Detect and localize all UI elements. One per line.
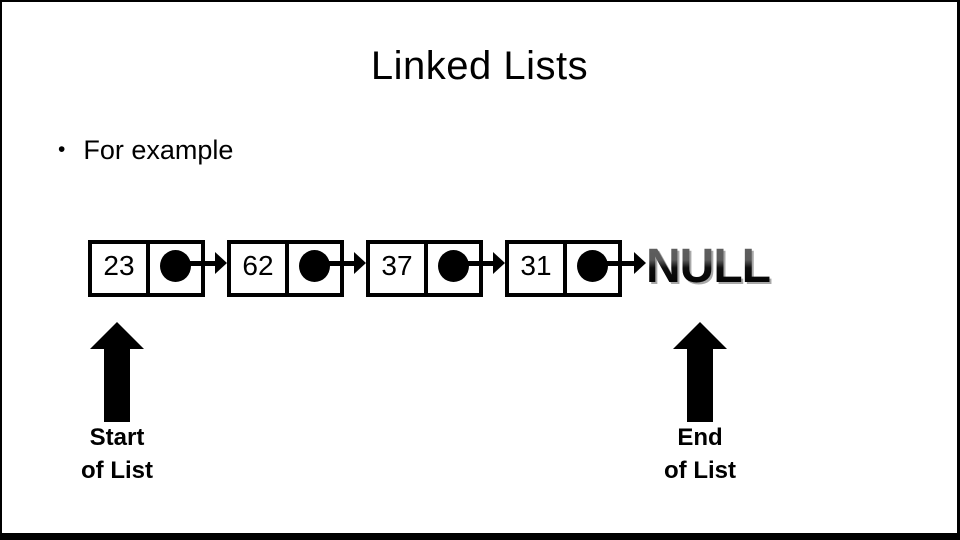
end-label-line1: End [677,424,723,451]
null-terminator-label: NULL [646,240,771,293]
start-of-list-label: Start of List [37,421,197,487]
bullet-item: • For example [58,135,233,166]
next-arrow-icon [174,252,227,275]
bullet-text: For example [83,135,234,165]
node-value: 37 [370,244,428,293]
node-value: 62 [231,244,289,293]
list-node-4: 31 [505,240,622,297]
start-label-line2: of List [81,457,153,484]
next-arrow-icon [591,252,646,275]
start-label-line1: Start [89,424,145,451]
end-of-list-label: End of List [620,421,780,487]
node-value: 31 [509,244,567,293]
slide-title: Linked Lists [370,44,589,88]
list-node-1: 23 [88,240,205,297]
end-of-list-arrow-icon [673,322,727,422]
end-label-line2: of List [664,457,736,484]
next-arrow-icon [313,252,366,275]
start-of-list-arrow-icon [90,322,144,422]
bullet-icon: • [58,137,66,161]
next-arrow-icon [452,252,505,275]
node-value: 23 [92,244,150,293]
